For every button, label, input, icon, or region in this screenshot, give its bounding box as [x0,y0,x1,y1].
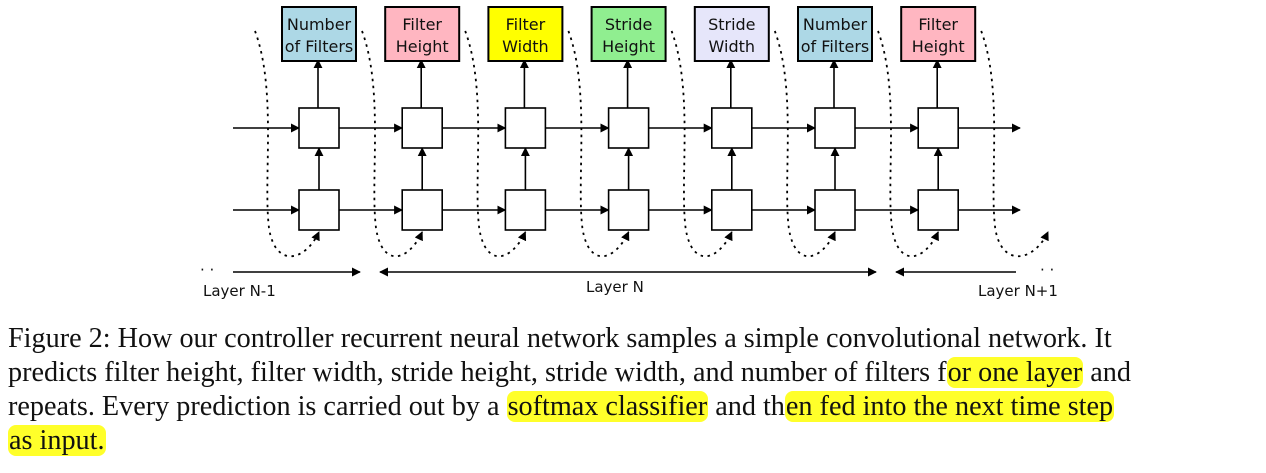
controller-rnn-diagram: · · · · Layer N-1 Layer N Layer N+1 Numb… [200,6,1058,300]
diagram-canvas: · · · · Layer N-1 Layer N Layer N+1 Numb… [200,6,1058,300]
caption-line-1: Figure 2: How our controller recurrent n… [8,323,1112,354]
output-label-line-1: Filter [506,15,546,34]
caption-line-4: as input. [8,424,1262,458]
caption-line-3: repeats. Every prediction is carried out… [8,391,1115,422]
rnn-cell-bottom [814,189,856,231]
figure-caption: Figure 2: How our controller recurrent n… [8,322,1262,458]
rnn-cell-bottom [607,189,650,231]
rnn-cell-top [710,107,753,149]
caption-line-2: predicts filter height, filter width, st… [8,357,1131,388]
ellipsis-right: · · [1040,261,1054,279]
rnn-cell-bottom [917,189,960,231]
feedback-dotted-arrow [980,30,1049,257]
output-box [281,6,357,62]
highlight-next-time-step: en fed into the next time step [784,391,1115,422]
output-label-line-2: of Filters [801,37,869,56]
output-label-line-1: Stride [605,15,652,34]
output-box [797,6,873,62]
layer-current-label: Layer N [586,278,644,296]
rnn-cell-top [504,107,547,149]
output-box [590,6,667,62]
rnn-cell-top [917,107,960,149]
output-box [900,6,977,62]
layer-prev-label: Layer N-1 [203,282,276,300]
rnn-cell-bottom [298,189,340,231]
output-label-line-2: Height [396,37,449,56]
highlight-one-layer: or one layer [946,357,1084,388]
layer-next-label: Layer N+1 [978,282,1058,300]
rnn-cell-top [814,107,856,149]
highlight-as-input: as input. [8,425,106,456]
rnn-cell-top [607,107,650,149]
output-box [487,6,564,62]
output-label-line-2: of Filters [285,37,353,56]
output-label-line-1: Number [287,15,352,34]
output-box [693,6,770,62]
rnn-cell-top [401,107,444,149]
rnn-cell-bottom [504,189,547,231]
feedback-dotted-arrow [254,30,320,257]
output-label-line-2: Height [912,37,965,56]
output-label-line-1: Stride [708,15,755,34]
output-label-line-1: Number [803,15,868,34]
rnn-cell-bottom [401,189,444,231]
output-label-line-2: Width [502,37,548,56]
output-box [384,6,461,62]
rnn-cell-top [298,107,340,149]
output-label-line-2: Width [709,37,755,56]
ellipsis-left: · · [200,261,214,279]
highlight-softmax-classifier: softmax classifier [506,391,709,422]
output-label-line-2: Height [602,37,655,56]
output-label-line-1: Filter [402,15,442,34]
rnn-cell-bottom [710,189,753,231]
output-label-line-1: Filter [918,15,958,34]
